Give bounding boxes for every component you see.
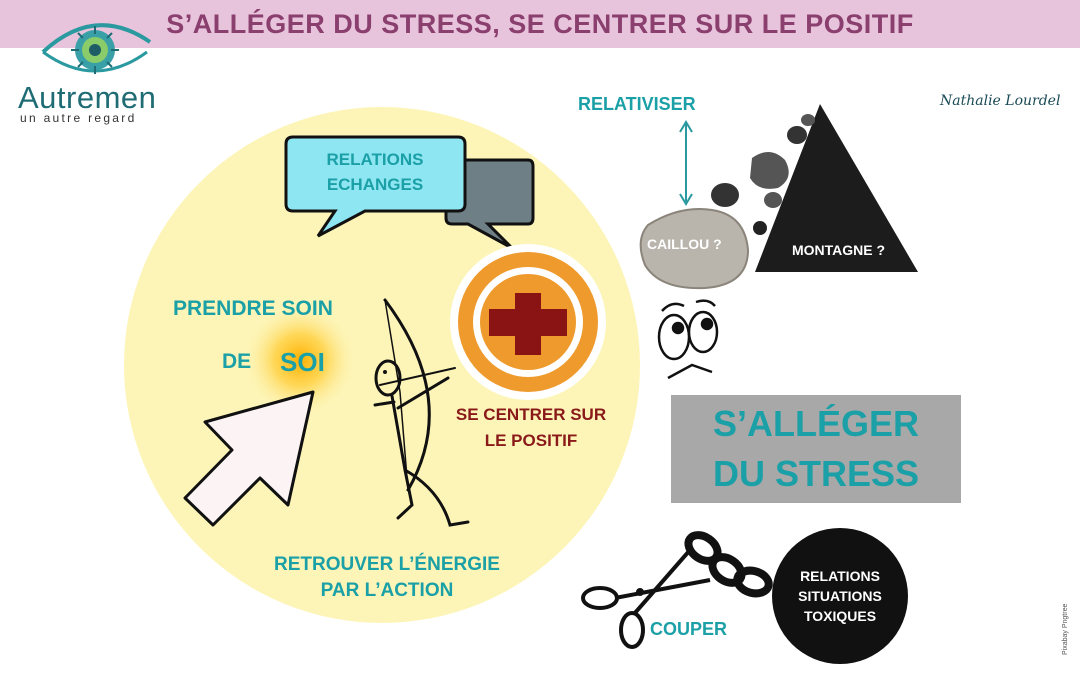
brand-tagline: un autre regard: [20, 111, 137, 125]
relations-label: RELATIONS ECHANGES: [326, 150, 424, 194]
archer-icon: [373, 298, 470, 527]
image-credit: Pixabay Pngtree: [1062, 603, 1069, 655]
prendre-soin-label: PRENDRE SOIN: [173, 297, 333, 320]
broken-chain-icon: [684, 531, 773, 598]
worried-face-icon: [657, 299, 719, 380]
stress-box: S’ALLÉGER DU STRESS: [671, 395, 961, 503]
couper-label: COUPER: [650, 619, 728, 639]
toxic-label: RELATIONS SITUATIONS TOXIQUES: [798, 568, 882, 624]
soi-label: SOI: [280, 347, 325, 377]
brand-name: Autremen: [18, 80, 157, 115]
falling-rocks-icon: [711, 114, 815, 235]
page-title: S’ALLÉGER DU STRESS, SE CENTRER SUR LE P…: [166, 9, 914, 39]
author-name: Nathalie Lourdel: [940, 93, 1061, 109]
double-arrow-icon: [679, 120, 693, 206]
energie-label: RETROUVER L’ÉNERGIE PAR L’ACTION: [274, 554, 500, 601]
speech-bubble-grey: [444, 158, 535, 250]
stress-box-line1: S’ALLÉGER: [712, 403, 919, 444]
pebble-icon: [639, 208, 750, 290]
eye-logo-icon: [41, 23, 152, 74]
sun-glow: [242, 302, 358, 418]
montagne-label: MONTAGNE ?: [792, 242, 886, 258]
caillou-label: CAILLOU ?: [647, 236, 722, 252]
scissors-icon: [581, 548, 711, 649]
stress-box-line2: DU STRESS: [712, 453, 920, 494]
de-label: DE: [222, 350, 252, 373]
mountain-icon: [755, 104, 918, 272]
toxic-circle: [772, 528, 908, 664]
relativiser-label: RELATIVISER: [578, 94, 696, 114]
speech-bubble-blue: [284, 135, 467, 238]
title-banner: [0, 0, 1080, 48]
centrer-label: SE CENTRER SUR LE POSITIF: [455, 405, 607, 450]
cursor-arrow-icon: [183, 390, 315, 527]
